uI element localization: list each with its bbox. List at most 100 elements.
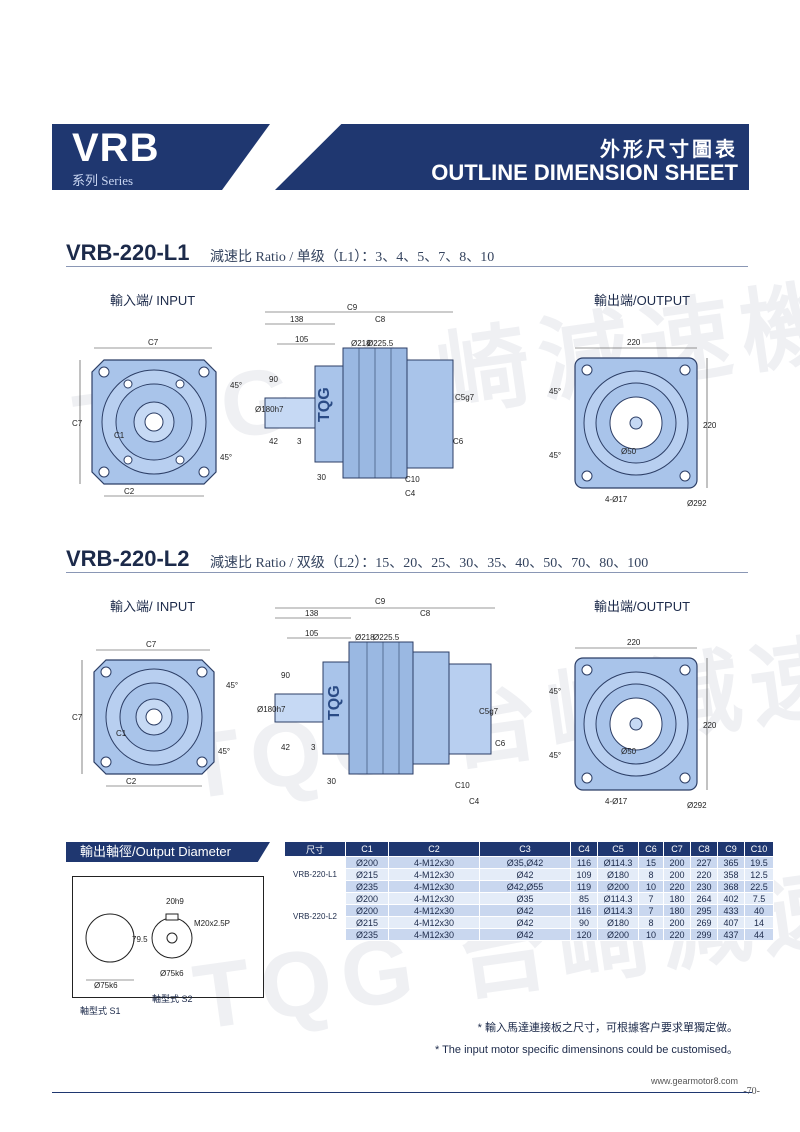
table-row: Ø235 4-M12x30 Ø42 120 Ø200 10 220 299 43…	[285, 928, 774, 941]
dim-holes: 4-Ø17	[605, 495, 628, 504]
shaft-drawings: Ø75k6 20h9 M20x2.5P 79.5 Ø75k6	[85, 897, 230, 990]
input-view-drawing-l1: C7 C7 C2 C1 45° 45°	[72, 338, 242, 497]
side-view-drawing-l2: C9 138 C8 105 TQG 90 42 3 30 C10 C4 C6 C…	[257, 597, 506, 806]
dim-c5: C5g7	[455, 393, 475, 402]
table-cell: 365	[717, 856, 745, 869]
title-cn: 外形尺寸圖表	[600, 139, 738, 161]
table-cell: 200	[663, 856, 691, 869]
dim-20h9: 20h9	[166, 897, 184, 906]
table-row: Ø200 4-M12x30 Ø42 116 Ø114.3 7 180 295 4…	[285, 904, 774, 917]
table-cell: 402	[717, 892, 745, 905]
dim-c5: C5g7	[479, 707, 499, 716]
dim-45b-out: 45°	[549, 751, 561, 760]
table-cell: 295	[690, 904, 718, 917]
dim-42: 42	[269, 437, 278, 446]
footer-website: www.gearmotor8.com	[650, 1076, 738, 1086]
dim-45-out: 45°	[549, 687, 561, 696]
table-cell: Ø35	[479, 892, 571, 905]
table-cell: 4-M12x30	[388, 856, 480, 869]
ratio-l1: 減速比 Ratio / 单级（L1）：3、4、5、7、8、10	[210, 250, 495, 265]
table-cell: 220	[663, 880, 691, 893]
dim-phi218: Ø218	[355, 633, 375, 642]
note-en: * The input motor specific dimensinons c…	[434, 1044, 738, 1056]
table-cell: 4-M12x30	[388, 868, 480, 881]
table-row: Ø215 4-M12x30 Ø42 109 Ø180 8 200 220 358…	[285, 868, 774, 881]
dim-c7-vertical: C7	[72, 419, 83, 428]
dim-c1: C1	[116, 729, 127, 738]
dim-3: 3	[311, 743, 316, 752]
table-cell: Ø42	[479, 928, 571, 941]
table-cell: 8	[638, 868, 664, 881]
table-cell: Ø114.3	[597, 892, 639, 905]
dim-79: 79.5	[132, 935, 148, 944]
dim-d75-s1: Ø75k6	[94, 981, 118, 990]
table-cell: 119	[570, 880, 598, 893]
dim-c7-vertical: C7	[72, 713, 83, 722]
dim-c10: C10	[405, 475, 420, 484]
table-cell: 8	[638, 916, 664, 929]
table-row: Ø235 4-M12x30 Ø42,Ø55 119 Ø200 10 220 23…	[285, 880, 774, 893]
table-cell: 10	[638, 928, 664, 941]
page-number: -70-	[743, 1086, 760, 1097]
table-cell: Ø42	[479, 916, 571, 929]
dim-138: 138	[290, 315, 304, 324]
col-header: C8	[690, 841, 718, 857]
table-cell: Ø200	[345, 856, 389, 869]
section-rule	[66, 572, 748, 573]
dim-phi50: Ø50	[621, 747, 637, 756]
table-cell: 7	[638, 892, 664, 905]
table-cell: 180	[663, 892, 691, 905]
output-view-drawing-l2: 220 220 4-Ø17 Ø292 Ø50 45° 45°	[549, 638, 717, 810]
table-header-row: 尺寸 C1 C2 C3 C4 C5 C6 C7 C8 C9 C10	[284, 841, 774, 857]
dim-138: 138	[305, 609, 319, 618]
table-cell: 120	[570, 928, 598, 941]
dim-c7: C7	[148, 338, 159, 347]
table-row: VRB-220-L1 Ø200 4-M12x30 Ø35,Ø42 116 Ø11…	[284, 856, 774, 893]
dim-105: 105	[305, 629, 319, 638]
table-cell: Ø200	[597, 928, 639, 941]
table-cell: Ø114.3	[597, 856, 639, 869]
table-cell: 116	[570, 856, 598, 869]
dim-phi218: Ø218	[351, 339, 371, 348]
table-cell: Ø114.3	[597, 904, 639, 917]
table-cell: 4-M12x30	[388, 928, 480, 941]
table-row: Ø215 4-M12x30 Ø42 90 Ø180 8 200 269 407 …	[285, 916, 774, 929]
dim-220-vertical: 220	[703, 721, 717, 730]
table-cell: 264	[690, 892, 718, 905]
table-cell: 230	[690, 880, 718, 893]
dim-c2: C2	[124, 487, 135, 496]
table-cell: 19.5	[744, 856, 774, 869]
dim-c6: C6	[453, 437, 464, 446]
col-header: C6	[638, 841, 664, 857]
note-cn: * 輸入馬達連接板之尺寸，可根據客户要求單獨定做。	[477, 1022, 738, 1034]
output-label-l1: 輸出端/OUTPUT	[594, 293, 691, 308]
table-cell: 22.5	[744, 880, 774, 893]
dim-45: 45°	[226, 681, 238, 690]
dim-45b-out: 45°	[549, 451, 561, 460]
brand-logo: TQG	[316, 387, 333, 422]
dim-220: 220	[627, 638, 641, 647]
table-cell: 220	[690, 868, 718, 881]
table-cell: Ø215	[345, 868, 389, 881]
dim-45: 45°	[230, 381, 242, 390]
table-cell: Ø200	[345, 904, 389, 917]
col-header: C10	[744, 841, 774, 857]
table-cell: 12.5	[744, 868, 774, 881]
table-cell: 4-M12x30	[388, 904, 480, 917]
dim-phi180: Ø180h7	[255, 405, 284, 414]
table-cell: 433	[717, 904, 745, 917]
dim-d75-s2: Ø75k6	[160, 969, 184, 978]
dim-c9: C9	[375, 597, 386, 606]
table-cell: 4-M12x30	[388, 916, 480, 929]
col-header: C9	[717, 841, 745, 857]
dim-phi50: Ø50	[621, 447, 637, 456]
table-cell: 7.5	[744, 892, 774, 905]
table-cell: 7	[638, 904, 664, 917]
output-view-drawing-l1: 220 220 4-Ø17 Ø292 Ø50 45° 45°	[549, 338, 717, 508]
table-cell: 40	[744, 904, 774, 917]
group-label: VRB-220-L2	[284, 892, 346, 941]
col-header: C1	[345, 841, 389, 857]
table-cell: 85	[570, 892, 598, 905]
table-row: VRB-220-L2 Ø200 4-M12x30 Ø35 85 Ø114.3 7…	[284, 892, 774, 941]
brand-logo: TQG	[326, 685, 343, 720]
